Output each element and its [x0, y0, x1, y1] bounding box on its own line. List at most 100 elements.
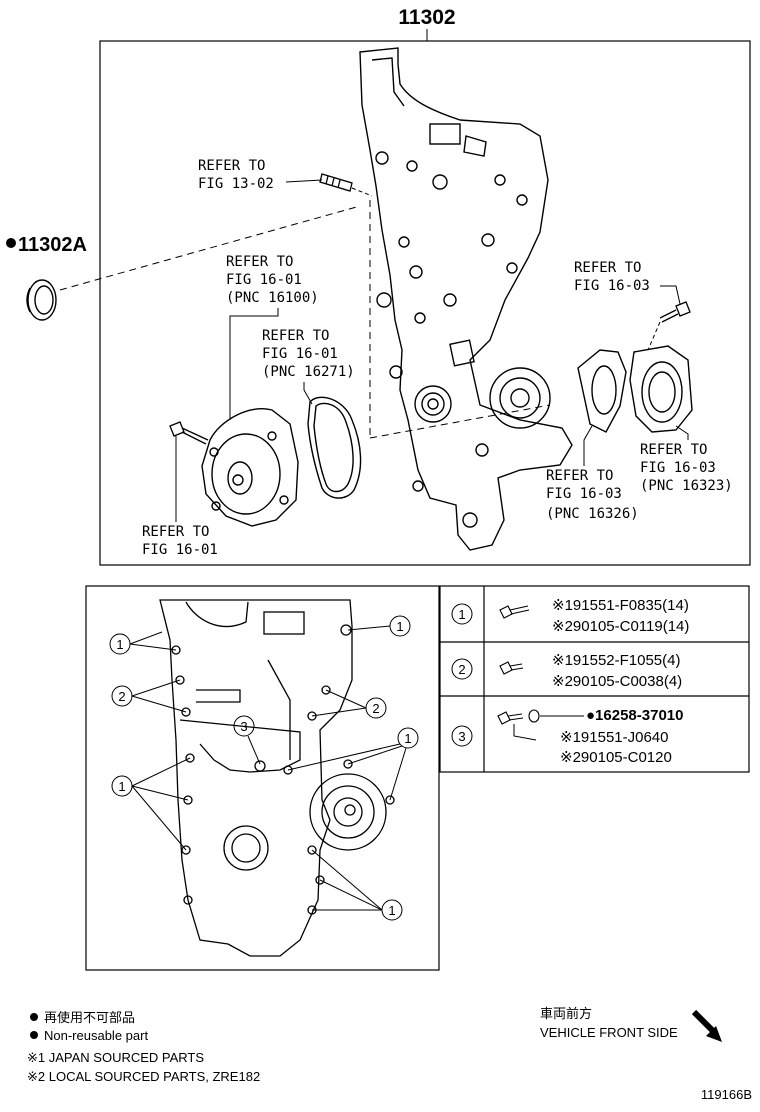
callout-number: 2 — [118, 689, 125, 704]
water-outlet-housing[interactable] — [629, 345, 693, 433]
ref-leader — [583, 425, 593, 466]
ref-text-line: FIG 13-02 — [198, 176, 274, 192]
bolt-callout-1-upper-left[interactable] — [109, 631, 177, 655]
legend-jp: 再使用不可部品 — [44, 1010, 135, 1025]
vehicle-front-indicator: 車両前方 VEHICLE FRONT SIDE — [540, 1006, 678, 1040]
washer-icon — [528, 709, 540, 723]
ref-fig-13-02[interactable]: REFER TO FIG 13-02 — [198, 158, 274, 192]
ref-fig-16-03-pnc-16326[interactable]: REFER TO FIG 16-03 (PNC 16326) — [546, 468, 639, 522]
oil-seal[interactable] — [26, 279, 57, 321]
bolt-location-panel — [85, 585, 440, 971]
row-key: 2 — [458, 662, 465, 677]
water-pump[interactable] — [201, 408, 299, 527]
legend-note-2: ※2 LOCAL SOURCED PARTS, ZRE182 — [27, 1069, 260, 1084]
timing-chain-cover[interactable] — [359, 47, 573, 551]
pump-gasket[interactable] — [307, 396, 362, 499]
bolt-callout-1-mid-right[interactable] — [287, 727, 419, 801]
ref-text-line: FIG 16-01 — [226, 272, 302, 288]
stud-dash — [351, 187, 373, 197]
part-number: ※290105-C0119(14) — [552, 618, 689, 635]
legend-en: Non-reusable part — [44, 1028, 148, 1043]
ref-text-line: REFER TO — [142, 524, 209, 540]
cover-outline-view[interactable] — [159, 599, 395, 957]
table-row[interactable]: 1 ※191551-F0835(14) ※290105-C0119(14) — [451, 597, 689, 635]
ref-text-line: (PNC 16271) — [262, 364, 355, 380]
housing-gasket[interactable] — [577, 349, 627, 433]
part-number: ※191551-J0640 — [560, 729, 669, 746]
align-dash-2 — [369, 404, 551, 439]
legend-dot-icon — [30, 1013, 38, 1021]
bolt-icon — [499, 605, 530, 619]
direction-jp: 車両前方 — [540, 1006, 592, 1021]
callout-number: 1 — [396, 619, 403, 634]
part-number: ※191551-F0835(14) — [552, 597, 689, 614]
row-key-circle — [451, 725, 473, 747]
row-key-circle — [451, 603, 473, 625]
bolt-callout-1-lower-left[interactable] — [111, 757, 191, 851]
ref-text-line: (PNC 16326) — [546, 506, 639, 522]
ref-leader — [675, 425, 689, 440]
part-number: ●16258-37010 — [586, 707, 683, 724]
ref-leader — [285, 179, 323, 183]
non-reusable-dot — [6, 238, 16, 248]
top-panel-frame — [99, 40, 751, 566]
ref-text-line: REFER TO — [546, 468, 613, 484]
housing-bolt[interactable] — [659, 301, 691, 323]
ref-text-line: REFER TO — [262, 328, 329, 344]
ref-leader — [660, 285, 681, 305]
callout-number: 1 — [404, 731, 411, 746]
legend-note-1: ※1 JAPAN SOURCED PARTS — [27, 1050, 204, 1065]
row-key: 3 — [458, 729, 465, 744]
row-key: 1 — [458, 607, 465, 622]
bolt-icon — [497, 711, 524, 725]
side-part-label[interactable]: 11302A — [6, 234, 87, 256]
bolt-icon — [499, 661, 524, 675]
callout-number: 1 — [388, 903, 395, 918]
ref-text-line: REFER TO — [226, 254, 293, 270]
row-leader — [513, 724, 537, 741]
ref-text-line: FIG 16-03 — [546, 486, 622, 502]
ref-text-line: FIG 16-01 — [142, 542, 218, 558]
callout-number: 2 — [372, 701, 379, 716]
bolt-callout-1-upper-right[interactable] — [347, 615, 411, 637]
bolt-callout-2-right[interactable] — [311, 689, 387, 719]
ref-text-line: FIG 16-03 — [574, 278, 650, 294]
ref-fig-16-01-pnc-16100[interactable]: REFER TO FIG 16-01 (PNC 16100) — [226, 254, 319, 306]
direction-en: VEHICLE FRONT SIDE — [540, 1025, 678, 1040]
bolt-callout-2-left[interactable] — [111, 679, 187, 713]
part-number: ※191552-F1055(4) — [552, 652, 680, 669]
bolt-part-table — [439, 585, 750, 773]
row-key-circle — [451, 658, 473, 680]
callout-number: 3 — [240, 719, 247, 734]
callout-number: 1 — [116, 637, 123, 652]
front-direction-arrow-icon — [691, 1009, 722, 1042]
table-row[interactable]: 2 ※191552-F1055(4) ※290105-C0038(4) — [451, 652, 682, 690]
part-number: ※290105-C0120 — [560, 749, 672, 766]
ref-text-line: (PNC 16323) — [640, 478, 733, 494]
legend-dot-icon — [30, 1031, 38, 1039]
callout-number: 1 — [118, 779, 125, 794]
housing-bolt-dash — [647, 321, 661, 351]
ref-fig-16-03-bolt[interactable]: REFER TO FIG 16-03 — [574, 260, 650, 294]
ref-fig-16-03-pnc-16323[interactable]: REFER TO FIG 16-03 (PNC 16323) — [640, 442, 733, 494]
ref-leader — [303, 382, 313, 405]
ref-leader — [229, 308, 279, 420]
ref-fig-16-01-pnc-16271[interactable]: REFER TO FIG 16-01 (PNC 16271) — [262, 328, 355, 380]
main-part-number[interactable]: 11302 — [398, 6, 455, 29]
bolt-callout-1-lower-right[interactable] — [311, 849, 403, 921]
stud-bolt[interactable] — [319, 173, 353, 192]
figure-id: 119166B — [701, 1087, 752, 1102]
legend: 再使用不可部品 Non-reusable part ※1 JAPAN SOURC… — [27, 1010, 260, 1084]
bolt-callout-3[interactable] — [233, 715, 261, 765]
oil-seal-dash — [59, 205, 361, 291]
ref-text-line: (PNC 16100) — [226, 290, 319, 306]
pump-bolt[interactable] — [169, 421, 209, 445]
table-row[interactable]: 3 ●16258-37010 ※191551-J0640 ※290105-C01… — [451, 707, 683, 766]
ref-fig-16-01-bolt[interactable]: REFER TO FIG 16-01 — [142, 524, 218, 558]
ref-text-line: FIG 16-01 — [262, 346, 338, 362]
ref-text-line: REFER TO — [574, 260, 641, 276]
part-number: ※290105-C0038(4) — [552, 673, 682, 690]
ref-text-line: REFER TO — [640, 442, 707, 458]
side-part-number: 11302A — [18, 234, 87, 256]
